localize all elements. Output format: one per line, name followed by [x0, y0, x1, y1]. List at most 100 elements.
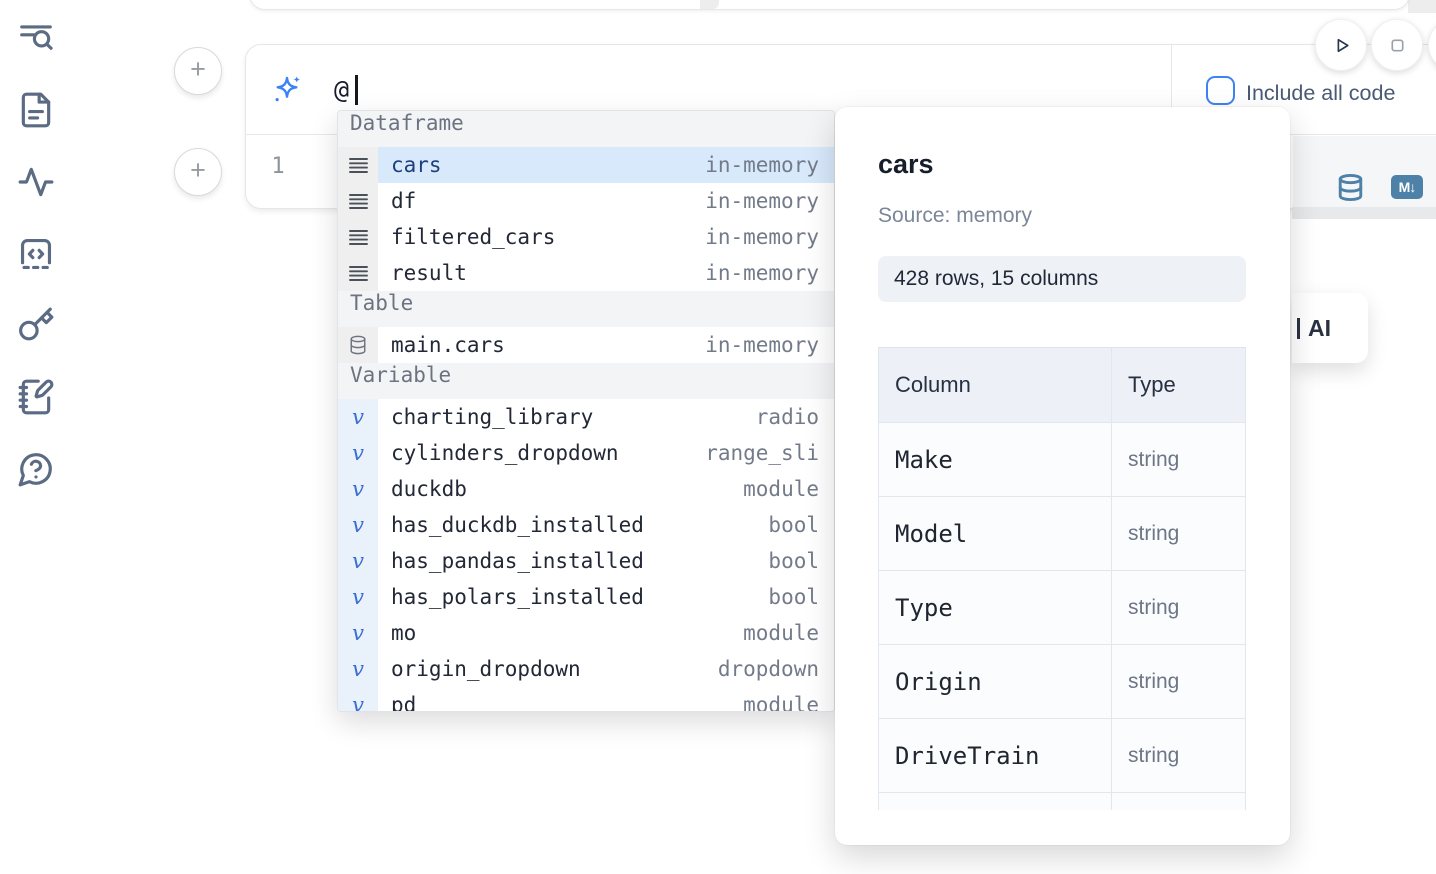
preview-source: Source: memory	[878, 204, 1033, 227]
completion-item[interactable]: v cylinders_dropdown range_sli	[338, 435, 834, 471]
variable-icon: v	[352, 657, 364, 681]
dataframe-icon	[348, 157, 369, 174]
add-cell-below-button[interactable]: +	[174, 148, 222, 196]
preview-table-row: DriveTrain string	[878, 719, 1246, 793]
column-header: Column	[878, 347, 1112, 423]
completion-item-name: charting_library	[391, 405, 594, 429]
completion-item-name: mo	[391, 621, 417, 645]
preview-table-row-partial	[878, 793, 1246, 810]
variable-icon: v	[352, 549, 364, 573]
key-icon[interactable]	[17, 306, 55, 344]
completion-item-type: bool	[768, 549, 819, 573]
variable-icon: v	[352, 693, 364, 712]
file-text-icon[interactable]	[17, 91, 55, 129]
completion-item-name: has_duckdb_installed	[391, 513, 644, 537]
completion-item-name: duckdb	[391, 477, 467, 501]
preview-title: cars	[878, 149, 934, 179]
column-name: Model	[895, 519, 968, 548]
completion-item[interactable]: result in-memory	[338, 255, 834, 291]
generate-with-ai-button[interactable]: AI	[1292, 293, 1368, 363]
activity-icon[interactable]	[17, 163, 55, 201]
shape-badge: 428 rows, 15 columns	[878, 256, 1246, 302]
column-name: Make	[895, 445, 953, 474]
completion-item[interactable]: v mo module	[338, 615, 834, 651]
variable-icon: v	[352, 405, 364, 429]
completion-item-type: radio	[755, 405, 819, 429]
text-cursor	[355, 75, 358, 105]
completion-item-name: main.cars	[391, 333, 505, 357]
variable-icon: v	[352, 441, 364, 465]
completion-item[interactable]: v pd module	[338, 687, 834, 712]
completion-item-name: has_pandas_installed	[391, 549, 644, 573]
completion-item-name: cylinders_dropdown	[391, 441, 619, 465]
completion-item[interactable]: v has_duckdb_installed bool	[338, 507, 834, 543]
completion-item-name: pd	[391, 693, 417, 712]
help-circle-icon[interactable]	[17, 450, 55, 488]
completion-item-type: bool	[768, 585, 819, 609]
completion-item-name: filtered_cars	[391, 225, 556, 249]
dataframe-icon	[348, 229, 369, 246]
run-cell-button[interactable]	[1315, 19, 1367, 71]
completion-item[interactable]: filtered_cars in-memory	[338, 219, 834, 255]
completion-section-header: Variable	[338, 363, 834, 399]
code-square-icon[interactable]	[17, 235, 55, 273]
sparkles-icon	[271, 74, 303, 106]
completion-item-type: in-memory	[705, 225, 819, 249]
list-search-icon[interactable]	[17, 19, 55, 57]
completion-item[interactable]: main.cars in-memory	[338, 327, 834, 363]
include-all-code-checkbox[interactable]	[1206, 76, 1235, 105]
column-type: string	[1128, 595, 1180, 619]
completion-item[interactable]: v has_polars_installed bool	[338, 579, 834, 615]
ai-button-label: AI	[1308, 314, 1331, 341]
column-type: string	[1128, 743, 1180, 767]
notebook-pen-icon[interactable]	[17, 378, 55, 416]
completion-item-type: module	[743, 693, 819, 712]
completion-item-type: module	[743, 621, 819, 645]
completion-item-type: bool	[768, 513, 819, 537]
stop-button[interactable]	[1371, 19, 1423, 71]
database-icon[interactable]	[1336, 170, 1365, 205]
markdown-icon[interactable]: M↓	[1391, 175, 1423, 199]
clipped-text-fragment	[1297, 317, 1300, 339]
line-number: 1	[271, 154, 285, 179]
previous-cell-fragment	[249, 0, 1410, 10]
completion-item-type: in-memory	[705, 153, 819, 177]
column-name: DriveTrain	[895, 741, 1040, 770]
dataframe-icon	[348, 193, 369, 210]
table-icon	[349, 335, 367, 355]
completion-item-name: cars	[391, 153, 442, 177]
variable-icon: v	[352, 621, 364, 645]
completion-item-name: has_polars_installed	[391, 585, 644, 609]
completion-item-name: result	[391, 261, 467, 285]
add-cell-above-button[interactable]: +	[174, 47, 222, 95]
completion-item[interactable]: v has_pandas_installed bool	[338, 543, 834, 579]
completion-item-name: df	[391, 189, 417, 213]
completion-item[interactable]: v duckdb module	[338, 471, 834, 507]
ai-prompt-input[interactable]: @	[334, 75, 350, 104]
completion-item[interactable]: v charting_library radio	[338, 399, 834, 435]
type-header: Type	[1112, 347, 1246, 423]
completion-item-type: module	[743, 477, 819, 501]
preview-table-header: Column Type	[878, 347, 1246, 423]
completion-section-header: Dataframe	[338, 111, 834, 147]
include-all-code-label[interactable]: Include all code	[1246, 81, 1396, 105]
variable-icon: v	[352, 477, 364, 501]
completion-section-header: Table	[338, 291, 834, 327]
completion-item-type: in-memory	[705, 333, 819, 357]
dataframe-preview-panel: cars Source: memory 428 rows, 15 columns…	[835, 107, 1290, 845]
completion-item[interactable]: cars in-memory	[338, 147, 834, 183]
divider	[1171, 45, 1172, 134]
completion-item-type: range_sli	[705, 441, 819, 465]
variable-icon: v	[352, 513, 364, 537]
previous-cell-output-fragment	[1408, 0, 1436, 13]
variable-icon: v	[352, 585, 364, 609]
completion-item-type: in-memory	[705, 261, 819, 285]
